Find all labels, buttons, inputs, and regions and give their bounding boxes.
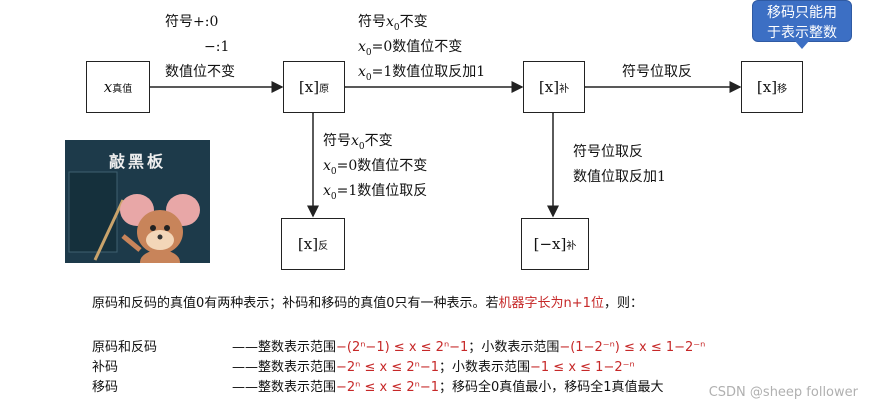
label-oo-line3: x0=1数值位取反 bbox=[323, 182, 427, 206]
row-frac-label: 小数表示范围 bbox=[481, 340, 560, 355]
row-name: 原码和反码 bbox=[92, 340, 158, 355]
cartoon-title: 敲黑板 bbox=[108, 152, 166, 171]
oo-l3-var: x bbox=[323, 183, 331, 199]
oc-l2-var: x bbox=[358, 39, 366, 55]
summary-part1: 原码和反码的真值0有两种表示；补码和移码的真值0只有一种表示。若 bbox=[92, 296, 499, 311]
row-frac-range: −(1−2⁻ⁿ) ≤ x ≤ 1−2⁻ⁿ bbox=[559, 340, 706, 355]
row-int-label: 整数表示范围 bbox=[258, 340, 337, 355]
label-complement-biased: 符号位取反 bbox=[622, 64, 692, 80]
ones-complement-box: [x]反 bbox=[281, 218, 345, 270]
row-name: 补码 bbox=[92, 360, 119, 375]
oo-l2-var: x bbox=[323, 158, 331, 174]
label-value-unchanged: 数值位不变 bbox=[165, 64, 235, 80]
row-name: 移码 bbox=[92, 380, 119, 395]
row-dash: —— bbox=[232, 340, 258, 355]
row-int-label: 整数表示范围 bbox=[258, 360, 337, 375]
oo-l3-rest: =1数值位取反 bbox=[336, 183, 428, 199]
summary-line: 原码和反码的真值0有两种表示；补码和移码的真值0只有一种表示。若机器字长为n+1… bbox=[92, 295, 643, 313]
label-oc-line1: 符号x0不变 bbox=[358, 13, 428, 37]
callout-line2: 于表示整数 bbox=[767, 25, 837, 41]
row-int-range: −2ⁿ ≤ x ≤ 2ⁿ−1 bbox=[336, 380, 439, 395]
oo-l1-sub: 0 bbox=[358, 141, 365, 152]
complement-sub: 补 bbox=[559, 83, 570, 95]
watermark: CSDN @sheep follower bbox=[708, 385, 858, 400]
range-row-biased: 移码 ——整数表示范围−2ⁿ ≤ x ≤ 2ⁿ−1；移码全0真值最小，移码全1真值… bbox=[92, 379, 664, 397]
oo-l2-sub: 0 bbox=[330, 166, 337, 177]
row-frac-label: 小数表示范围 bbox=[452, 360, 531, 375]
row-int-label: 整数表示范围 bbox=[258, 380, 337, 395]
oc-l1-suffix: 不变 bbox=[399, 14, 428, 30]
oo-l1-suffix: 不变 bbox=[364, 133, 393, 149]
summary-word-length: 机器字长为n+1位 bbox=[498, 296, 604, 311]
cartoon-image: 敲黑板 bbox=[65, 140, 210, 263]
label-oo-line1: 符号x0不变 bbox=[323, 132, 393, 156]
summary-part3: ，则： bbox=[603, 296, 643, 311]
original-sub: 原 bbox=[319, 83, 330, 95]
row-int-range: −(2ⁿ−1) ≤ x ≤ 2ⁿ−1 bbox=[336, 340, 469, 355]
label-sign-minus: −:1 bbox=[204, 39, 230, 55]
neg-complement-main: [−x] bbox=[533, 235, 567, 253]
row-frac-range: −1 ≤ x ≤ 1−2⁻ⁿ bbox=[530, 360, 635, 375]
row-sep: ； bbox=[438, 380, 452, 395]
row-dash: —— bbox=[232, 360, 258, 375]
oo-l1-var: x bbox=[351, 133, 359, 149]
callout-line1: 移码只能用 bbox=[767, 5, 837, 21]
range-row-original-ones: 原码和反码 ——整数表示范围−(2ⁿ−1) ≤ x ≤ 2ⁿ−1；小数表示范围−(… bbox=[92, 339, 705, 357]
ones-main: [x] bbox=[297, 235, 319, 253]
oc-l1-var: x bbox=[386, 14, 394, 30]
biased-main: [x] bbox=[756, 78, 778, 96]
oo-l2-rest: =0数值位不变 bbox=[336, 158, 428, 174]
biased-sub: 移 bbox=[777, 83, 788, 95]
callout-tail bbox=[795, 41, 809, 49]
label-oo-line2: x0=0数值位不变 bbox=[323, 157, 427, 181]
label-sign-plus: 符号+:0 bbox=[165, 14, 219, 30]
label-cn-line1: 符号位取反 bbox=[573, 144, 643, 160]
biased-code-box: [x]移 bbox=[741, 61, 803, 113]
row-sep: ； bbox=[468, 340, 482, 355]
row-sep: ； bbox=[438, 360, 452, 375]
row-dash: —— bbox=[232, 380, 258, 395]
oo-l1-prefix: 符号 bbox=[323, 133, 351, 149]
oc-l3-var: x bbox=[358, 64, 366, 80]
label-oc-line3: x0=1数值位取反加1 bbox=[358, 63, 485, 87]
original-code-box: [x]原 bbox=[283, 61, 345, 113]
row-int-range: −2ⁿ ≤ x ≤ 2ⁿ−1 bbox=[336, 360, 439, 375]
neg-complement-sub: 补 bbox=[566, 240, 577, 252]
oc-l3-rest: =1数值位取反加1 bbox=[371, 64, 486, 80]
callout-bubble: 移码只能用 于表示整数 bbox=[752, 0, 852, 42]
oo-l3-sub: 0 bbox=[330, 191, 337, 202]
oc-l3-sub: 0 bbox=[365, 72, 372, 83]
oc-l2-rest: =0数值位不变 bbox=[371, 39, 463, 55]
ones-sub: 反 bbox=[318, 240, 329, 252]
range-row-complement: 补码 ——整数表示范围−2ⁿ ≤ x ≤ 2ⁿ−1；小数表示范围−1 ≤ x ≤ … bbox=[92, 359, 635, 377]
row-extra: 移码全0真值最小，移码全1真值最大 bbox=[452, 380, 664, 395]
original-main: [x] bbox=[298, 78, 320, 96]
complement-main: [x] bbox=[538, 78, 560, 96]
true-value-sub: 真值 bbox=[112, 83, 133, 95]
complement-code-box: [x]补 bbox=[523, 61, 585, 113]
true-value-main: x bbox=[103, 78, 113, 96]
mouse-illustration bbox=[68, 171, 200, 263]
oc-l1-prefix: 符号 bbox=[358, 14, 386, 30]
negative-complement-box: [−x]补 bbox=[521, 218, 589, 270]
label-oc-line2: x0=0数值位不变 bbox=[358, 38, 462, 62]
oc-l1-sub: 0 bbox=[393, 22, 400, 33]
label-cn-line2: 数值位取反加1 bbox=[573, 169, 666, 185]
oc-l2-sub: 0 bbox=[365, 47, 372, 58]
